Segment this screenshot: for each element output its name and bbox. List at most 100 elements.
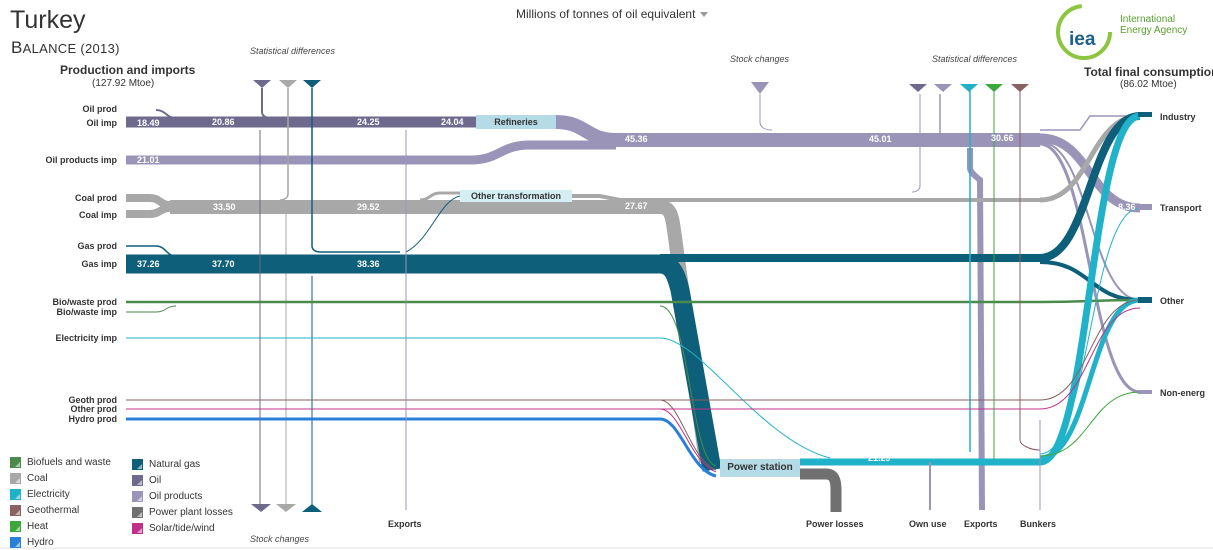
value-gas-1: 37.26	[137, 259, 160, 269]
sink-bars	[1138, 112, 1152, 394]
sink-industry[interactable]: Industry	[1160, 112, 1196, 122]
legend-swatch	[10, 456, 21, 468]
value-oil-products-3: 30.66	[991, 133, 1014, 143]
legend-label: Biofuels and waste	[27, 457, 111, 468]
source-hydro-prod[interactable]: Hydro prod	[68, 414, 118, 424]
source-gas-prod[interactable]: Gas prod	[77, 241, 117, 251]
value-coal-2: 29.52	[357, 202, 380, 212]
legend-swatch	[10, 472, 21, 484]
value-coal-3: 27.67	[625, 201, 648, 211]
bottom-power-losses[interactable]: Power losses	[806, 519, 864, 529]
legend-oil-products[interactable]: Oil products	[132, 490, 202, 504]
legend-label: Solar/tide/wind	[149, 523, 215, 534]
bottom-bunkers[interactable]: Bunkers	[1020, 519, 1057, 529]
legend-biofuels-and-waste[interactable]: Biofuels and waste	[10, 456, 111, 470]
legend-swatch	[10, 504, 21, 516]
stat-diff-right-label: Statistical differences	[932, 54, 1018, 64]
balance-subtitle: BALANCE (2013)	[11, 38, 120, 58]
logo-line1: International	[1120, 14, 1176, 25]
legend-label: Coal	[27, 473, 48, 484]
legend-label: Power plant losses	[149, 507, 233, 518]
source-other-prod[interactable]: Other prod	[70, 404, 118, 414]
legend-hydro[interactable]: Hydro	[10, 536, 54, 550]
stat-diff-left-label: Statistical differences	[250, 46, 336, 56]
legend-swatch	[132, 490, 143, 502]
sink-other[interactable]: Other	[1160, 296, 1185, 306]
biofuels-flow[interactable]	[126, 298, 1141, 467]
bottom-own-use[interactable]: Own use	[909, 519, 947, 529]
electricity-flow[interactable]	[126, 88, 1141, 510]
legend-swatch	[132, 506, 143, 518]
marker-triangles	[251, 80, 1029, 512]
svg-text:iea: iea	[1069, 29, 1096, 50]
source-oil-imp[interactable]: Oil imp	[86, 118, 117, 128]
sink-transport[interactable]: Transport	[1160, 203, 1202, 213]
legend-swatch	[10, 536, 21, 548]
value-oil-products-imp: 21.01	[137, 155, 160, 165]
value-oil-imp-4: 24.04	[441, 117, 464, 127]
source-coal-imp[interactable]: Coal imp	[78, 210, 117, 220]
power-losses-flow[interactable]	[259, 94, 1041, 512]
legend-label: Natural gas	[149, 459, 201, 470]
value-transport-in: 8.36	[1118, 202, 1136, 212]
legend-label: Oil	[149, 475, 162, 486]
logo-line2: Energy Agency	[1120, 25, 1188, 36]
power-station-node[interactable]: Power station	[720, 459, 800, 477]
units-dropdown[interactable]: Millions of tonnes of oil equivalent	[516, 7, 709, 21]
coal-flow[interactable]	[126, 88, 1141, 510]
source-electricity-imp[interactable]: Electricity imp	[55, 333, 117, 343]
value-gas-3: 38.36	[357, 259, 380, 269]
value-oil-products-2: 45.01	[869, 134, 892, 144]
legend-label: Hydro	[27, 537, 54, 548]
source-oil-products-imp[interactable]: Oil products imp	[45, 155, 117, 165]
value-gas-2: 37.70	[212, 259, 235, 269]
source-bio-waste-imp[interactable]: Bio/waste imp	[56, 307, 117, 317]
value-coal-1: 33.50	[213, 202, 236, 212]
refineries-node[interactable]: Refineries	[476, 115, 556, 129]
production-imports-header: Production and imports	[60, 63, 196, 77]
other-transformation-node[interactable]: Other transformation	[460, 190, 572, 202]
bottom-exports-right[interactable]: Exports	[964, 519, 998, 529]
legend-swatch	[10, 488, 21, 500]
legend-swatch	[132, 522, 143, 534]
value-electricity: 21.29	[868, 453, 891, 463]
total-final-consumption-total: (86.02 Mtoe)	[1120, 79, 1177, 90]
natural-gas-flow[interactable]	[126, 88, 1141, 510]
iea-logo-icon: iea	[1056, 4, 1112, 60]
production-imports-total: (127.92 Mtoe)	[92, 78, 155, 89]
legend-swatch	[132, 474, 143, 486]
source-coal-prod[interactable]: Coal prod	[75, 193, 117, 203]
renewables-flow[interactable]	[126, 88, 1141, 478]
value-oil-imp-2: 20.86	[212, 117, 235, 127]
country-title: Turkey	[10, 6, 86, 34]
value-oil-products-1: 45.36	[625, 134, 648, 144]
oil-flow[interactable]	[126, 88, 476, 128]
bottom-exports-left[interactable]: Exports	[388, 519, 422, 529]
legend-oil[interactable]: Oil	[132, 474, 161, 488]
legend-coal[interactable]: Coal	[10, 472, 48, 486]
legend-solar-tide-wind[interactable]: Solar/tide/wind	[132, 522, 215, 536]
value-oil-imp-1: 18.49	[137, 118, 160, 128]
balance-initial: B	[11, 38, 23, 57]
legend-label: Electricity	[27, 489, 70, 500]
legend-label: Oil products	[149, 491, 203, 502]
legend-natural-gas[interactable]: Natural gas	[132, 458, 200, 472]
sink-non-energy[interactable]: Non-energ	[1160, 388, 1205, 398]
total-final-consumption-header: Total final consumption	[1084, 65, 1213, 79]
legend-heat[interactable]: Heat	[10, 520, 48, 534]
source-bio-waste-prod[interactable]: Bio/waste prod	[52, 297, 117, 307]
source-geoth-prod[interactable]: Geoth prod	[68, 395, 118, 405]
dropdown-caret-icon	[700, 12, 709, 18]
legend-geothermal[interactable]: Geothermal	[10, 504, 79, 518]
source-oil-prod[interactable]: Oil prod	[82, 104, 118, 114]
legend-swatch	[10, 520, 21, 532]
value-oil-imp-3: 24.25	[357, 117, 380, 127]
legend-swatch	[132, 458, 143, 470]
legend-electricity[interactable]: Electricity	[10, 488, 70, 502]
legend-power-plant-losses[interactable]: Power plant losses	[132, 506, 233, 520]
legend-label: Geothermal	[27, 505, 80, 516]
source-gas-imp[interactable]: Gas imp	[81, 259, 117, 269]
